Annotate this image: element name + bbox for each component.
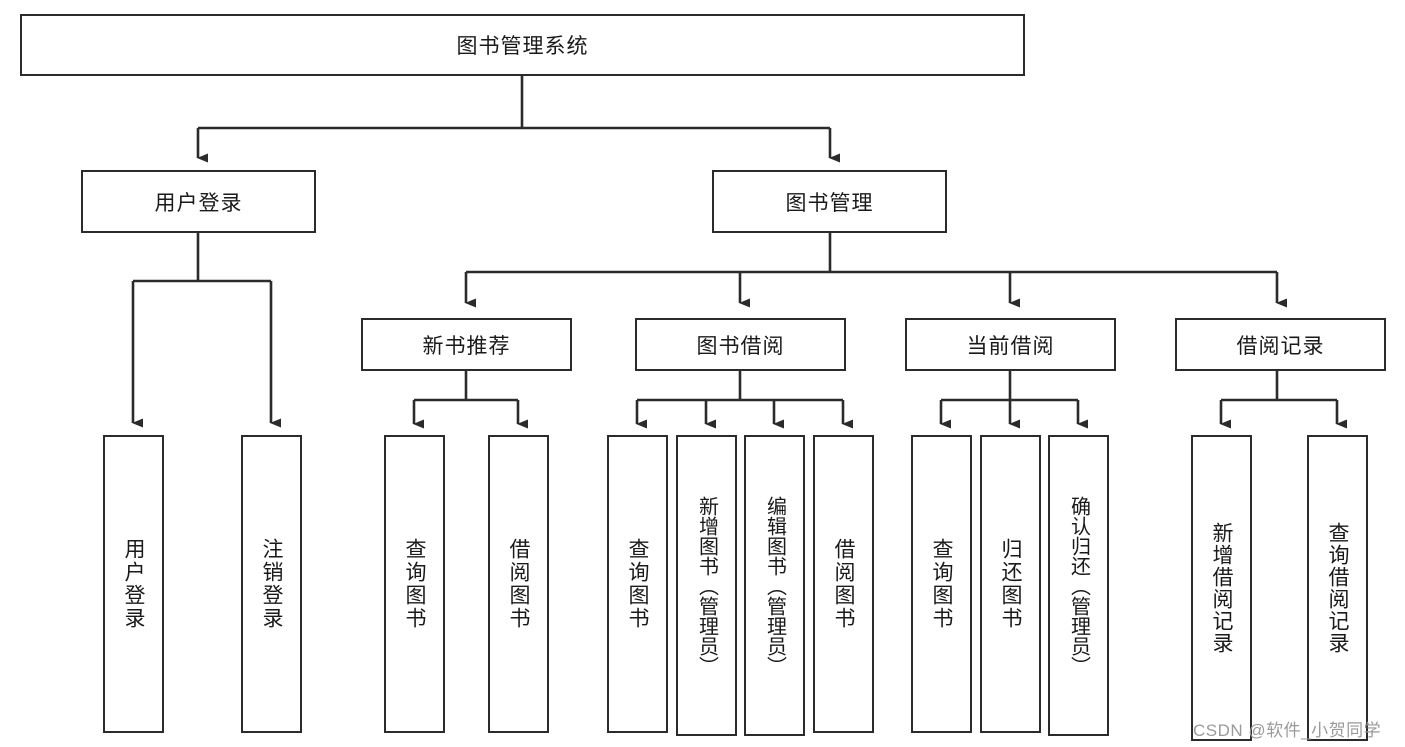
node-leaf-add-book-label: 新增图书（管理员） (695, 495, 718, 676)
node-leaf-query-record[interactable]: 查询借阅记录 (1307, 435, 1368, 741)
node-leaf-add-book[interactable]: 新增图书（管理员） (676, 435, 737, 736)
node-book-manage[interactable]: 图书管理 (712, 170, 947, 233)
node-borrow-record[interactable]: 借阅记录 (1175, 318, 1386, 371)
node-leaf-borrow-book-1-label: 借阅图书 (507, 538, 530, 630)
node-leaf-borrow-book-1[interactable]: 借阅图书 (488, 435, 549, 733)
node-leaf-query-book-2-label: 查询图书 (626, 538, 649, 630)
node-leaf-return-book-label: 归还图书 (999, 538, 1022, 630)
node-leaf-confirm-return[interactable]: 确认归还（管理员） (1048, 435, 1109, 736)
node-leaf-query-book-1-label: 查询图书 (403, 538, 426, 630)
node-leaf-return-book[interactable]: 归还图书 (980, 435, 1041, 733)
csdn-watermark: CSDN @软件_小贺同学 (1193, 721, 1382, 740)
node-leaf-logout-login[interactable]: 注销登录 (241, 435, 302, 733)
node-leaf-borrow-book-2-label: 借阅图书 (832, 538, 855, 630)
node-leaf-add-record[interactable]: 新增借阅记录 (1191, 435, 1252, 741)
node-leaf-add-record-label: 新增借阅记录 (1210, 522, 1233, 654)
node-leaf-edit-book-label: 编辑图书（管理员） (763, 495, 786, 676)
node-current-borrow-label: 当前借阅 (966, 334, 1055, 358)
node-borrow-record-label: 借阅记录 (1236, 334, 1325, 358)
node-leaf-query-book-3[interactable]: 查询图书 (911, 435, 972, 733)
node-leaf-query-book-2[interactable]: 查询图书 (607, 435, 668, 733)
node-user-login[interactable]: 用户登录 (81, 170, 316, 233)
node-leaf-query-book-1[interactable]: 查询图书 (384, 435, 445, 733)
node-leaf-query-book-3-label: 查询图书 (930, 538, 953, 630)
node-leaf-user-login[interactable]: 用户登录 (103, 435, 164, 733)
node-new-book-rec-label: 新书推荐 (422, 334, 511, 358)
node-root-label: 图书管理系统 (456, 35, 589, 58)
node-new-book-rec[interactable]: 新书推荐 (361, 318, 572, 371)
node-root[interactable]: 图书管理系统 (20, 14, 1025, 76)
node-leaf-logout-login-label: 注销登录 (260, 538, 283, 630)
node-leaf-borrow-book-2[interactable]: 借阅图书 (813, 435, 874, 733)
node-user-login-label: 用户登录 (154, 191, 243, 215)
node-leaf-confirm-return-label: 确认归还（管理员） (1067, 495, 1090, 676)
node-book-borrow[interactable]: 图书借阅 (635, 318, 846, 371)
node-book-manage-label: 图书管理 (785, 191, 874, 215)
node-leaf-user-login-label: 用户登录 (122, 538, 145, 630)
node-current-borrow[interactable]: 当前借阅 (905, 318, 1116, 371)
node-leaf-query-record-label: 查询借阅记录 (1326, 522, 1349, 654)
node-book-borrow-label: 图书借阅 (696, 334, 785, 358)
node-leaf-edit-book[interactable]: 编辑图书（管理员） (744, 435, 805, 736)
